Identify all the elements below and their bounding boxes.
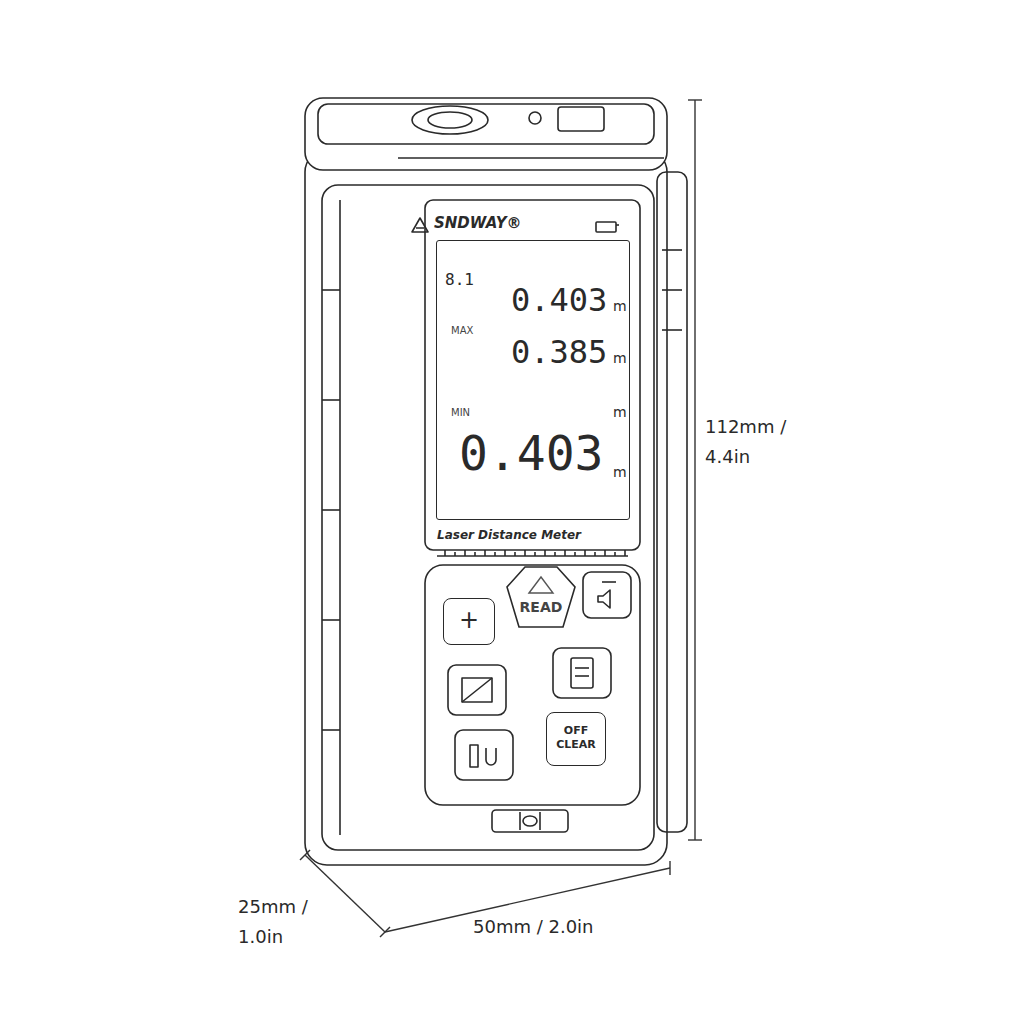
level-window [492, 810, 568, 832]
battery-icon [596, 222, 616, 232]
inner-frame [322, 185, 654, 850]
shield-shape [507, 567, 575, 627]
top-cap [305, 98, 667, 170]
max-reading: 0.403 [511, 283, 607, 318]
cap-surface [318, 104, 654, 144]
speaker-icon [598, 590, 610, 608]
button-label: READ [505, 565, 577, 615]
dimension-lines [300, 100, 702, 937]
min-label: MIN [451, 407, 470, 418]
grip-segment [322, 619, 340, 621]
height-dimension-label: 112mm / 4.4in [705, 412, 791, 472]
grip-segment [322, 289, 340, 291]
area-button [448, 665, 506, 715]
ruler-ticks [445, 550, 625, 556]
body-front [305, 150, 667, 865]
height-dimension [694, 100, 695, 840]
minus-icon [602, 581, 616, 583]
laser-lens-inner [428, 112, 472, 128]
side-mark [662, 249, 682, 251]
depth-dimension-label: 25mm / 1.0in [238, 892, 308, 952]
plus-button: + [443, 598, 495, 645]
device-body [305, 98, 687, 865]
sensor-dot [529, 112, 541, 124]
memory-icon [571, 658, 593, 688]
memory-icon-line [575, 667, 589, 669]
arrow-icon [529, 577, 553, 593]
unit: m [613, 405, 627, 420]
sound-button [583, 572, 631, 618]
memory-button [553, 648, 611, 698]
brand-logo [412, 218, 428, 232]
grip-segment [322, 399, 340, 401]
keypad-panel [425, 565, 640, 805]
screen-bezel [425, 200, 640, 550]
area-icon [462, 678, 492, 702]
max-label: MAX [451, 325, 473, 336]
area-icon-diagonal [462, 678, 492, 702]
unit-icon-u [486, 748, 496, 765]
width-dimension-label: 50mm / 2.0in [470, 916, 597, 937]
dimension-tick [669, 861, 670, 875]
button-label: + [444, 599, 494, 641]
button-outline [505, 565, 577, 629]
grip-segment [322, 729, 340, 731]
side-mark [662, 329, 682, 331]
level-bubble [523, 816, 537, 826]
product-label: Laser Distance Meter [437, 528, 581, 542]
unit-icon [470, 745, 478, 767]
button-label: OFF CLEAR [547, 713, 605, 752]
dimension-tick [688, 99, 702, 100]
receiver-window [558, 107, 604, 131]
side-panel [657, 172, 687, 832]
min-reading: 0.385 [511, 335, 607, 370]
grip-line [339, 200, 341, 835]
memory-icon-line [575, 675, 589, 677]
sub-reading: 8.1 [445, 271, 474, 289]
lcd-screen: 8.10.403mMAX0.385mMINm0.403m [436, 240, 630, 520]
unit: m [613, 299, 627, 314]
grip-segment [322, 509, 340, 511]
main-reading: 0.403 [459, 427, 604, 480]
unit-button [455, 730, 513, 780]
cap-edge [398, 157, 664, 159]
brand-name: SNDWAY® [434, 214, 522, 232]
level-mark [519, 812, 521, 830]
depth-dimension [305, 855, 385, 932]
battery-tip [616, 224, 619, 226]
dimension-tick [300, 850, 310, 860]
read-button: READ [505, 565, 577, 629]
unit: m [613, 351, 627, 366]
level-mark [539, 812, 541, 830]
dimension-tick [688, 839, 702, 840]
laser-lens [412, 106, 488, 134]
unit: m [613, 465, 627, 480]
side-mark [662, 289, 682, 291]
off-clear-button: OFF CLEAR [546, 712, 606, 766]
